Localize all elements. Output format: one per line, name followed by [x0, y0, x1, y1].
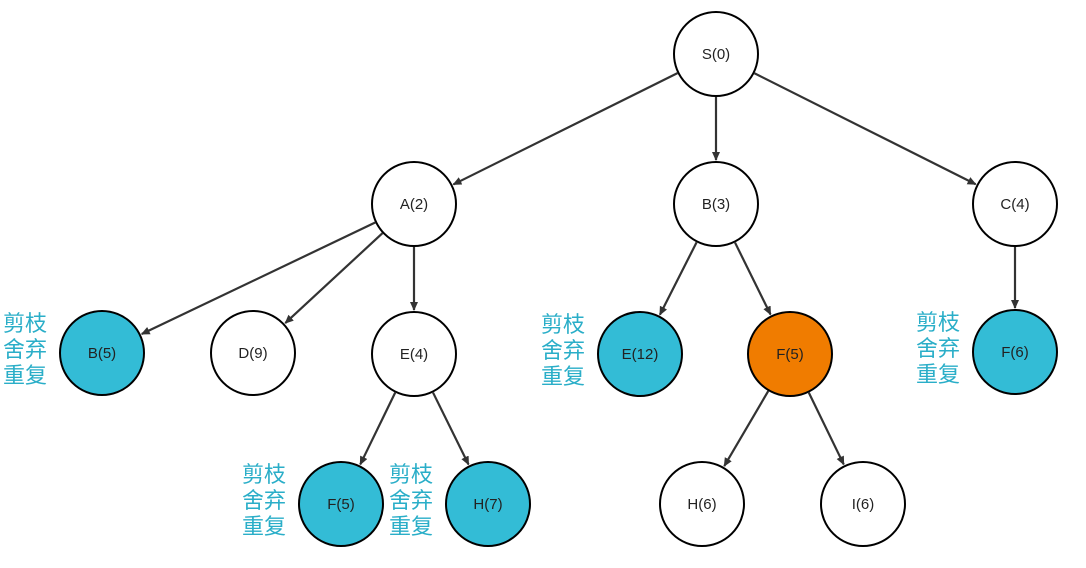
tree-node-e-h: H(7) — [445, 461, 531, 547]
node-label: H(7) — [473, 495, 503, 513]
node-label: A(2) — [399, 195, 429, 213]
prune-note: 剪枝 舍弃 重复 — [3, 312, 48, 389]
prune-note: 剪枝 舍弃 重复 — [541, 313, 586, 390]
tree-node-s: S(0) — [673, 11, 759, 97]
node-label: D(9) — [238, 344, 268, 362]
tree-node-e-f: F(5) — [298, 461, 384, 547]
edge-s-to-c — [753, 72, 977, 186]
prune-note: 剪枝 舍弃 重复 — [389, 463, 434, 540]
node-label: B(5) — [87, 344, 117, 362]
edge-a_e-to-e_f — [359, 392, 397, 466]
tree-node-c-f: F(6) — [972, 309, 1058, 395]
edge-a_e-to-e_h — [432, 392, 470, 466]
tree-node-b: B(3) — [673, 161, 759, 247]
node-label: E(4) — [399, 345, 429, 363]
edge-b_f-to-f_i — [807, 392, 845, 466]
tree-node-c: C(4) — [972, 161, 1058, 247]
node-label: E(12) — [621, 345, 659, 363]
tree-node-a-b: B(5) — [59, 310, 145, 396]
edge-s-to-a — [452, 72, 678, 186]
tree-node-b-f: F(5) — [747, 311, 833, 397]
edge-a-to-a_d — [284, 232, 384, 324]
tree-node-f-h: H(6) — [659, 461, 745, 547]
tree-node-f-i: I(6) — [820, 461, 906, 547]
node-label: F(6) — [1001, 343, 1029, 361]
prune-note: 剪枝 舍弃 重复 — [242, 463, 287, 540]
node-label: F(5) — [776, 345, 804, 363]
tree-node-a-d: D(9) — [210, 310, 296, 396]
node-label: I(6) — [851, 495, 875, 513]
node-label: H(6) — [687, 495, 717, 513]
prune-note: 剪枝 舍弃 重复 — [916, 311, 961, 388]
edge-b_f-to-f_h — [723, 390, 770, 467]
node-label: C(4) — [1000, 195, 1030, 213]
edge-b-to-b_e — [658, 241, 698, 316]
edge-b-to-b_f — [734, 242, 772, 316]
tree-node-b-e: E(12) — [597, 311, 683, 397]
node-label: B(3) — [701, 195, 731, 213]
tree-node-a: A(2) — [371, 161, 457, 247]
tree-node-a-e: E(4) — [371, 311, 457, 397]
node-label: F(5) — [327, 495, 355, 513]
edge-a-to-a_b — [140, 221, 376, 336]
node-label: S(0) — [701, 45, 731, 63]
